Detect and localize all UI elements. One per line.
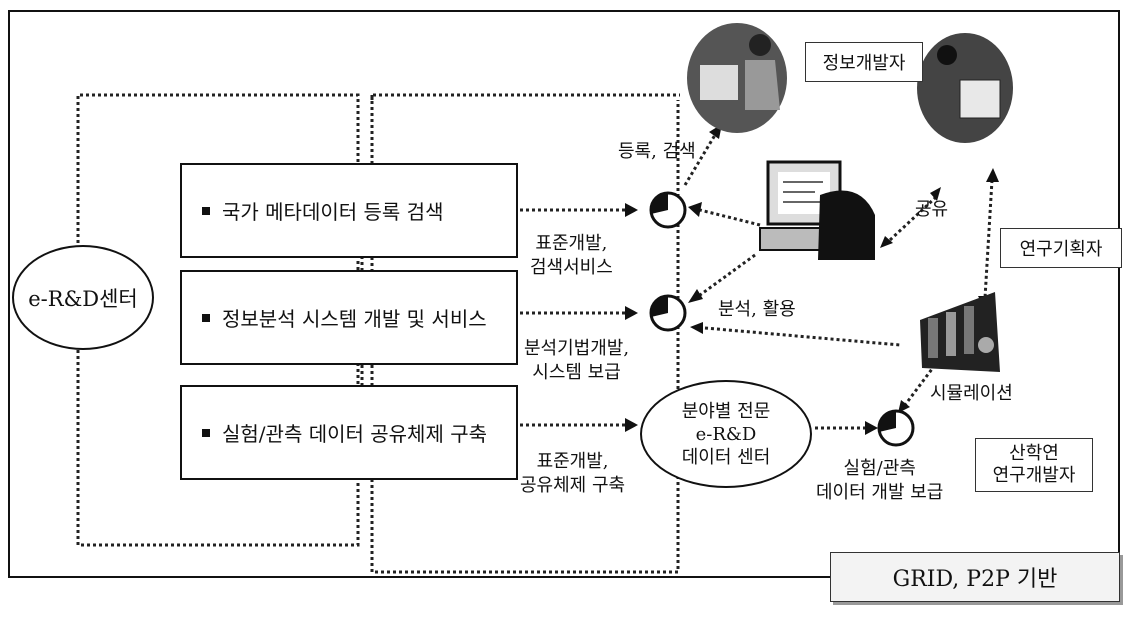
diagram-frame [8,10,1120,578]
service-box-label: 국가 메타데이터 등록 검색 [222,200,444,224]
info-developer-tag: 정보개발자 [805,42,923,82]
field-center-line: 데이터 센터 [681,446,771,468]
arrow-lab-to-node [903,364,937,406]
service-box-metadata: 국가 메타데이터 등록 검색 [180,163,518,258]
arrowhead-lab-to-node [898,400,910,413]
info-developer-label: 정보개발자 [822,53,906,74]
grid-p2p-label: GRID, P2P 기반 [892,567,1058,592]
arrow-node2-to-lab [704,326,901,347]
arrow-label-line: 검색서비스 [530,257,613,278]
industry-developer-tag: 산학연 연구개발자 [975,438,1093,492]
experiment-label: 실험/관측 데이터 개발 보급 [816,457,943,505]
arrow-share [888,196,937,242]
arrow-label-line: 분석기법개발, [524,338,630,359]
arrow-label-line: 표준개발, [535,233,608,254]
share-label: 공유 [915,199,949,220]
grid-p2p-footer: GRID, P2P 기반 [830,552,1120,602]
register-search-label: 등록, 검색 [618,141,696,162]
arrowhead-row3 [625,418,638,432]
arrow-label-line: 시스템 보급 [532,362,621,383]
simulation-label: 시뮬레이션 [930,383,1013,404]
experiment-label-line: 데이터 개발 보급 [816,482,944,503]
field-center-line: e-R&D [695,423,757,445]
arrow-label-line: 공유체제 구축 [520,475,626,496]
arrow-label-row1: 표준개발, 검색서비스 [530,232,613,280]
arrow-computer-to-node1 [699,208,761,227]
arrowhead-node1 [688,202,702,217]
service-box-analysis: 정보분석 시스템 개발 및 서비스 [180,270,518,365]
arrow-computer-to-node2 [699,253,756,297]
field-data-center-circle: 분야별 전문 e-R&D 데이터 센터 [640,380,812,488]
arrowhead-row2 [625,306,638,320]
arrow-label-row2: 분석기법개발, 시스템 보급 [524,337,629,385]
arrowhead-center-to-node [865,421,878,435]
lab-equipment-icon [920,292,1000,372]
industry-developer-label: 연구개발자 [992,465,1076,486]
bullet-icon [202,428,210,437]
person-at-computer-icon [687,23,787,133]
arrowhead-share-up [930,187,941,201]
arrowhead-share-down [880,236,893,248]
erd-center-circle: e-R&D센터 [12,245,154,350]
erd-center-label: e-R&D센터 [28,286,138,311]
arrowhead-node2-in [690,322,703,334]
arrow-planner-lab [983,179,994,299]
arrowhead-planner-up [986,168,999,182]
computer-workstation-icon [759,160,875,260]
research-planner-label: 연구기획자 [1019,239,1103,260]
arrowhead-row1 [625,203,638,217]
service-box-label: 정보분석 시스템 개발 및 서비스 [222,307,487,331]
research-planner-tag: 연구기획자 [1000,228,1122,268]
arrowhead-node2 [688,289,703,303]
arrow-label-line: 표준개발, [536,451,609,472]
analyze-use-label: 분석, 활용 [718,299,796,320]
field-center-line: 분야별 전문 [681,400,771,422]
bullet-icon [202,313,210,322]
person-with-monitor-icon [917,33,1013,143]
outer-dotted-loop [76,93,360,547]
inner-dotted-loop [370,93,680,574]
experiment-label-line: 실험/관측 [843,458,916,479]
arrow-register [683,134,717,186]
bullet-icon [202,206,210,215]
service-box-sharing: 실험/관측 데이터 공유체제 구축 [180,385,518,480]
arrow-label-row3: 표준개발, 공유체제 구축 [520,450,625,498]
industry-developer-label: 산학연 [1009,443,1059,464]
service-box-label: 실험/관측 데이터 공유체제 구축 [222,422,488,446]
